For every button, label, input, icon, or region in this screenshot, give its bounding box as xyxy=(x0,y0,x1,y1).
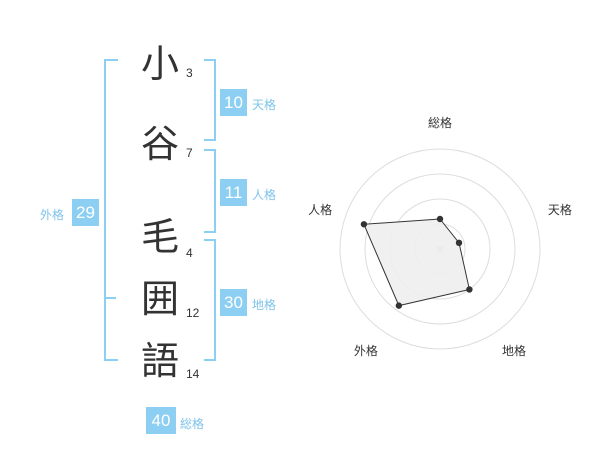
radar-axis-label-3: 地格 xyxy=(502,343,526,358)
gaikaku-value: 29 xyxy=(72,199,99,226)
name-char-3: 毛 xyxy=(140,215,179,259)
radar-ring-4 xyxy=(339,148,541,350)
radar-ring-3 xyxy=(364,173,516,325)
stroke-count-4: 12 xyxy=(186,306,200,320)
jinkaku-bracket xyxy=(204,149,216,233)
name-char-5: 語 xyxy=(140,339,179,383)
gaikaku-bracket xyxy=(104,59,118,361)
radar-axis-label-1: 総格 xyxy=(428,115,452,130)
tenkaku-bracket xyxy=(204,59,216,141)
radar-axis-label-5: 人格 xyxy=(308,202,332,217)
gaikaku-label: 外格 xyxy=(40,208,65,222)
name-char-2: 谷 xyxy=(140,122,179,166)
jinkaku-value: 11 xyxy=(220,179,247,206)
radar-point-3 xyxy=(466,286,473,293)
radar-polygon xyxy=(363,218,470,307)
stroke-count-1: 3 xyxy=(186,66,193,80)
stroke-count-2: 7 xyxy=(186,146,193,160)
soukaku-label: 総格 xyxy=(180,417,205,431)
chikaku-bracket xyxy=(204,239,216,361)
radar-point-2 xyxy=(455,239,463,247)
gaikaku-connector xyxy=(104,297,116,299)
name-char-4: 囲 xyxy=(140,277,179,321)
stroke-count-3: 4 xyxy=(186,246,193,260)
jinkaku-label: 人格 xyxy=(252,188,277,202)
chikaku-label: 地格 xyxy=(252,298,277,312)
radar-point-5 xyxy=(360,221,368,228)
tenkaku-value: 10 xyxy=(220,89,247,116)
soukaku-value: 40 xyxy=(146,407,176,434)
stroke-count-5: 14 xyxy=(186,367,200,381)
tenkaku-label: 天格 xyxy=(252,98,277,112)
radar-point-4 xyxy=(395,302,403,309)
radar-point-1 xyxy=(436,215,444,223)
name-char-1: 小 xyxy=(140,42,179,86)
radar-axis-label-2: 天格 xyxy=(548,202,572,217)
chikaku-value: 30 xyxy=(220,289,247,316)
radar-axis-label-4: 外格 xyxy=(354,343,378,358)
